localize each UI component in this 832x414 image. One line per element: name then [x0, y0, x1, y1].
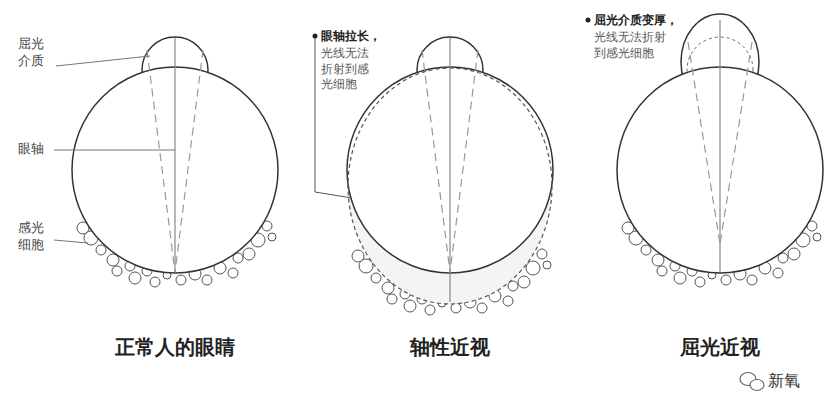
callout-heading: 眼轴拉长，: [321, 29, 381, 45]
watermark-icon: [740, 373, 764, 391]
refractive-myopia-eye: [586, 14, 824, 287]
part-label: 感光细胞: [18, 220, 45, 254]
caption: 正常人的眼睛: [115, 334, 235, 360]
part-label: 眼轴: [18, 141, 44, 158]
watermark: 新氧: [768, 371, 800, 392]
callout-heading: 屈光介质变厚，: [594, 13, 678, 29]
normal-eye: [54, 37, 278, 287]
part-label: 屈光介质: [18, 36, 45, 70]
callout-text: 光线无法折射到感光细胞: [321, 46, 371, 93]
axial-myopia-eye: [313, 34, 554, 316]
caption: 轴性近视: [410, 334, 490, 360]
callout-text: 光线无法折射到感光细胞: [594, 30, 668, 61]
caption: 屈光近视: [680, 334, 760, 360]
